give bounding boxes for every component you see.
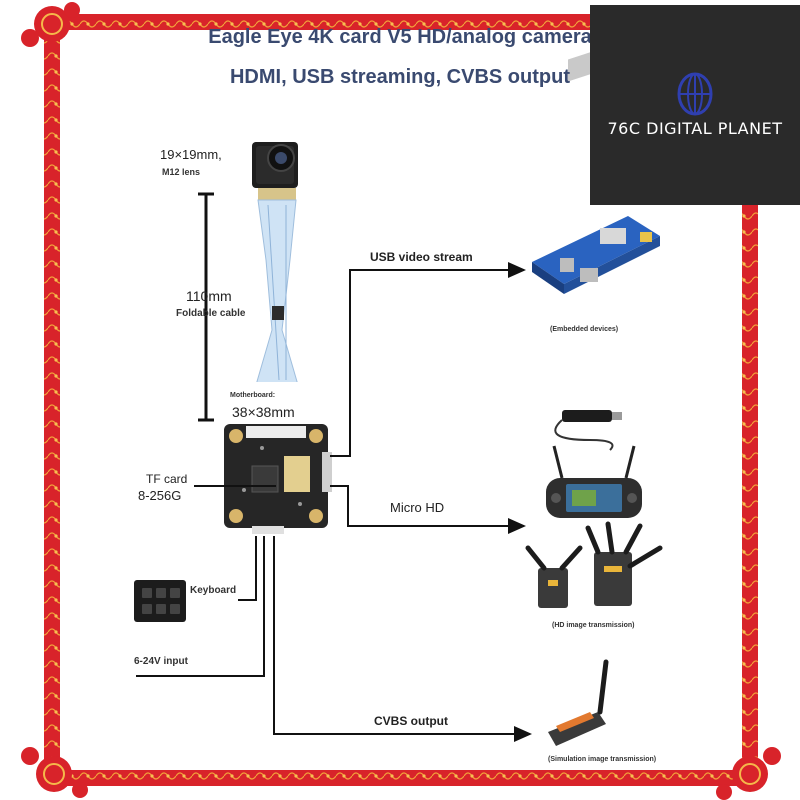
tf-card-range-label: 8-256G bbox=[138, 488, 182, 503]
brand-watermark: 76C DIGITAL PLANET bbox=[590, 5, 800, 205]
corner-knot-top-left bbox=[21, 2, 80, 47]
corner-knot-bottom-right bbox=[716, 747, 781, 800]
brand-name: 76C DIGITAL PLANET bbox=[607, 119, 783, 138]
hdmi-device-caption: (HD image transmission) bbox=[552, 622, 635, 629]
motherboard-image bbox=[224, 424, 332, 534]
camera-lens-label: M12 lens bbox=[162, 167, 201, 177]
usb-connection-arrow bbox=[330, 262, 526, 457]
tf-card-label: TF card bbox=[146, 472, 188, 486]
camera-size-label: 19×19mm, bbox=[160, 147, 222, 162]
keyboard-module-image bbox=[134, 580, 186, 622]
motherboard-label-box bbox=[226, 382, 330, 424]
hdmi-connection-arrow bbox=[330, 485, 526, 534]
keyboard-connection-line bbox=[238, 536, 257, 601]
globe-logo-icon bbox=[677, 72, 713, 116]
analog-transmitter-image bbox=[548, 659, 609, 746]
hdmi-output-label: Micro HD bbox=[390, 500, 445, 515]
power-input-label: 6-24V input bbox=[134, 656, 188, 667]
keyboard-label: Keyboard bbox=[190, 585, 237, 596]
camera-module-image bbox=[252, 142, 298, 200]
page-title: Eagle Eye 4K card V5 HD/analog camera bbox=[208, 26, 592, 48]
usb-output-label: USB video stream bbox=[370, 250, 473, 264]
page-subtitle: HDMI, USB streaming, CVBS output bbox=[229, 66, 570, 88]
corner-knot-bottom-left bbox=[21, 747, 88, 798]
video-transmitter-image bbox=[525, 521, 663, 608]
usb-device-caption: (Embedded devices) bbox=[550, 326, 619, 333]
cable-type-label: Foldable cable bbox=[176, 308, 246, 319]
hdmi-adapter-image bbox=[554, 410, 622, 451]
power-connection-line bbox=[136, 536, 265, 677]
remote-controller-image bbox=[546, 445, 642, 518]
cable-dimension-line bbox=[198, 192, 214, 422]
embedded-device-image bbox=[532, 50, 660, 294]
cvbs-device-caption: (Simulation image transmission) bbox=[548, 756, 657, 763]
cvbs-connection-arrow bbox=[273, 536, 532, 742]
motherboard-size-label: 38×38mm bbox=[232, 404, 295, 420]
cable-length-label: 110mm bbox=[186, 288, 232, 304]
motherboard-label: Motherboard: bbox=[230, 392, 276, 399]
cvbs-output-label: CVBS output bbox=[374, 714, 448, 728]
flex-cable-image bbox=[255, 199, 300, 393]
